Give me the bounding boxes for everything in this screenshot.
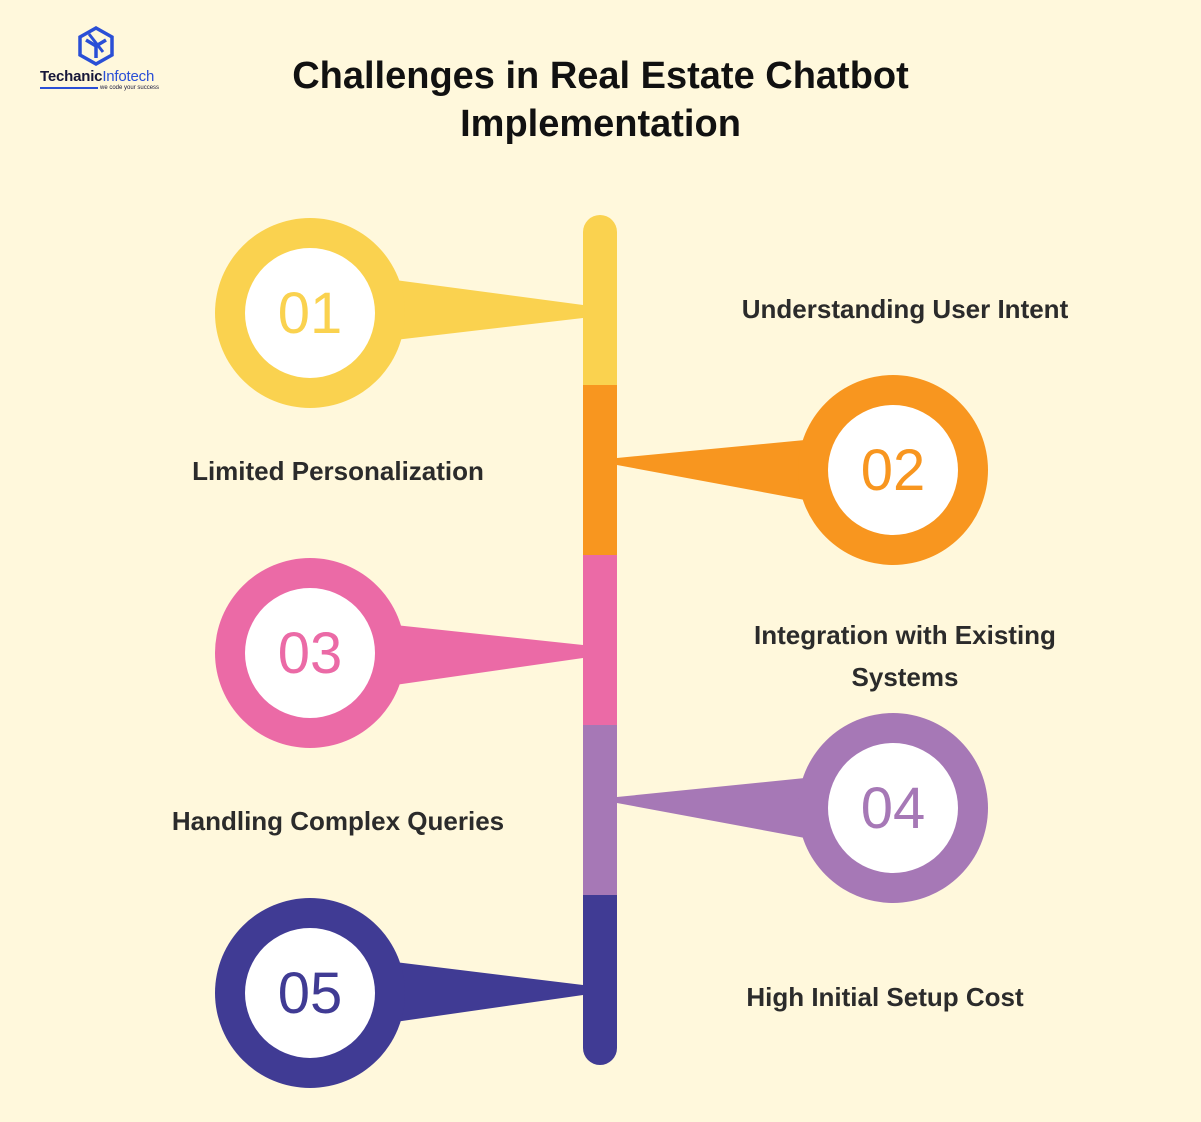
page-title: Challenges in Real Estate Chatbot Implem… xyxy=(200,52,1001,148)
step-01-marker: 01 xyxy=(215,218,583,408)
cube-network-icon xyxy=(78,26,114,66)
spine-segment-4 xyxy=(583,725,617,895)
step-05-marker: 05 xyxy=(215,898,583,1088)
step-05-number: 05 xyxy=(278,961,343,1026)
logo-underline xyxy=(40,87,98,89)
title-line-2: Implementation xyxy=(460,103,741,145)
logo-name-part2: Infotech xyxy=(102,68,155,85)
step-01-label: Understanding User Intent xyxy=(741,294,1069,324)
step-03-marker: 03 xyxy=(215,558,583,748)
timeline-spine xyxy=(583,215,617,1065)
step-04-marker: 04 xyxy=(617,713,988,903)
spine-segment-2 xyxy=(583,385,617,555)
logo-tagline: we code your success xyxy=(100,85,160,91)
spine-segment-5 xyxy=(583,895,617,1065)
step-03-label: Integration with Existing Systems xyxy=(754,620,1056,692)
step-02-marker: 02 xyxy=(617,375,988,565)
step-04-label: Handling Complex Queries xyxy=(171,806,505,836)
step-05-label: High Initial Setup Cost xyxy=(746,982,1024,1012)
logo-name: TechanicInfotech xyxy=(40,68,154,85)
step-04-number: 04 xyxy=(861,776,926,841)
spine-segment-3 xyxy=(583,555,617,725)
step-01-number: 01 xyxy=(278,281,343,346)
logo-name-part1: Techanic xyxy=(40,68,103,85)
title-line-1: Challenges in Real Estate Chatbot xyxy=(292,55,909,97)
logo: TechanicInfotech we code your success xyxy=(38,26,168,96)
step-02-number: 02 xyxy=(861,438,926,503)
step-03-number: 03 xyxy=(278,621,343,686)
step-02-label: Limited Personalization xyxy=(192,456,484,486)
spine-segment-1 xyxy=(583,215,617,385)
